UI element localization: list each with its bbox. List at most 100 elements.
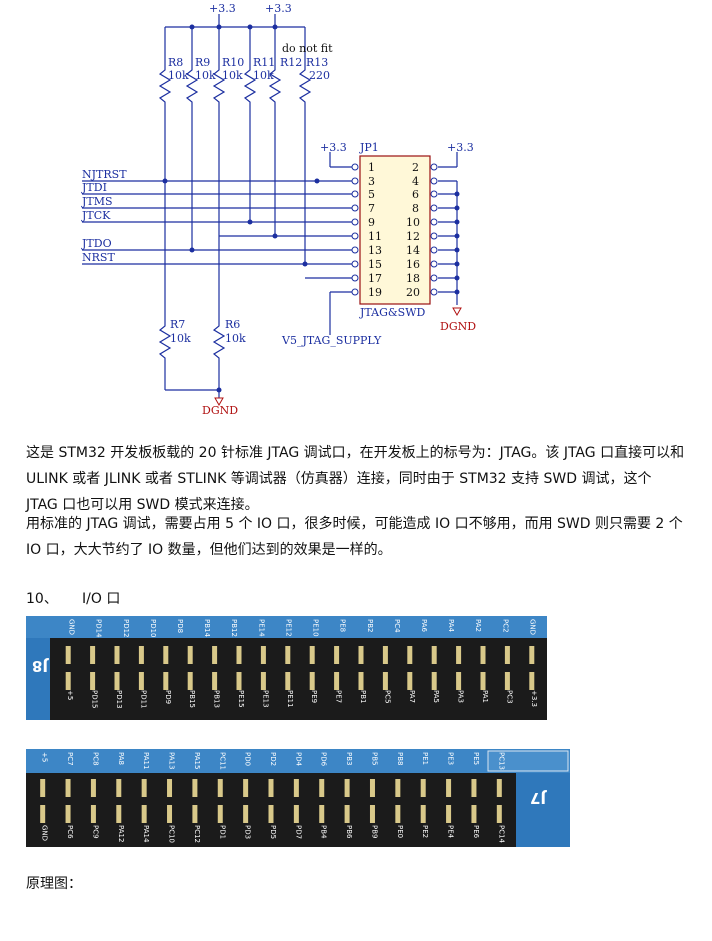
svg-text:19: 19 (368, 286, 382, 299)
header-pin (90, 779, 96, 797)
pin-label-top: PC8 (91, 752, 99, 766)
pin-label-top: PD12 (122, 619, 130, 638)
pin-label-top: PB8 (396, 752, 404, 765)
description-paragraph-1: 这是 STM32 开发板板载的 20 针标准 JTAG 调试口，在开发板上的标号… (26, 445, 685, 513)
jp1-body (359, 155, 431, 305)
signal-jtms: JTMS (81, 195, 113, 208)
jtag-schematic: +3.3 +3.3 +3.3 +3.3 R8 10k R9 10k R10 10… (81, 2, 476, 417)
r10-value: 10k (222, 69, 243, 82)
pin-label-top: GND (528, 619, 536, 635)
pin-label-top: PB5 (370, 752, 378, 765)
pin-label-bottom: PE2 (421, 825, 429, 838)
jp1-name: JTAG&SWD (359, 306, 426, 319)
svg-text:10: 10 (406, 216, 420, 229)
header-pin (167, 779, 173, 797)
pin-label-bottom: PE9 (310, 690, 318, 703)
section-heading: 10、I/O 口 (26, 588, 120, 608)
header-pin (446, 779, 452, 797)
pin-label-top: PD10 (149, 619, 157, 638)
header-pin (395, 805, 401, 823)
dgnd-label-right: DGND (440, 320, 476, 333)
pin-label-bottom: PB6 (345, 825, 353, 839)
header-pin (293, 805, 299, 823)
svg-text:7: 7 (368, 202, 375, 215)
header-pin (217, 805, 223, 823)
pin-label-top: PA11 (142, 752, 150, 769)
svg-text:1: 1 (368, 161, 375, 174)
pin-label-top: PE5 (472, 752, 480, 765)
svg-text:13: 13 (368, 244, 382, 257)
pin-label-bottom: PD13 (115, 690, 123, 709)
pin-label-top: PE14 (257, 619, 265, 637)
description-paragraph-2: 用标准的 JTAG 调试，需要占用 5 个 IO 口，很多时候，可能造成 IO … (26, 516, 683, 558)
pin-label-bottom: PD9 (164, 690, 172, 704)
svg-text:5: 5 (368, 188, 375, 201)
pin-label-top: PA2 (474, 619, 482, 632)
header-pin (65, 779, 71, 797)
do-not-fit-label: do not fit (282, 42, 333, 55)
header-pin (504, 646, 510, 664)
svg-text:4: 4 (412, 175, 419, 188)
svg-text:20: 20 (406, 286, 420, 299)
pin-label-top: PD14 (95, 619, 103, 638)
pin-label-top: PB14 (203, 619, 211, 637)
pin-label-bottom: PB13 (213, 690, 221, 708)
pin-label-bottom: PD11 (139, 690, 147, 709)
header-pin (243, 779, 249, 797)
pin-label-bottom: PC10 (168, 825, 176, 843)
pin-label-bottom: PB1 (359, 690, 367, 703)
header-pin (65, 646, 71, 664)
power-label-4: +3.3 (447, 141, 474, 154)
r9-value: 10k (195, 69, 216, 82)
pin-label-top: PC2 (501, 619, 509, 633)
pin-label-bottom: PD3 (244, 825, 252, 839)
header-pin (529, 646, 535, 664)
header-pin (319, 779, 325, 797)
connector-label-j7: J7 (530, 789, 547, 807)
svg-text:6: 6 (412, 188, 419, 201)
header-pin (407, 672, 413, 690)
r8-ref: R8 (168, 56, 183, 69)
header-pin (192, 779, 198, 797)
pin-label-top: PE10 (312, 619, 320, 637)
header-pin (163, 672, 169, 690)
header-pin (496, 805, 502, 823)
header-pin (334, 672, 340, 690)
svg-text:8: 8 (412, 202, 419, 215)
pin-label-bottom: PC6 (66, 825, 74, 839)
header-pin (407, 646, 413, 664)
dgnd-label-bottom: DGND (202, 404, 238, 417)
r9-ref: R9 (195, 56, 210, 69)
section-title: I/O 口 (82, 591, 121, 607)
header-pin (309, 672, 315, 690)
header-pin (192, 805, 198, 823)
header-pin (65, 672, 71, 690)
pin-label-top: PD4 (294, 752, 302, 767)
pin-label-top: PB12 (230, 619, 238, 637)
header-pin (90, 646, 96, 664)
pin-label-bottom: PD1 (218, 825, 226, 839)
svg-text:3: 3 (368, 175, 375, 188)
header-pin (420, 779, 426, 797)
pin-label-bottom: PD15 (91, 690, 99, 709)
header-pin (480, 646, 486, 664)
pin-label-top: PE12 (284, 619, 292, 637)
header-pin (40, 805, 46, 823)
header-pin (395, 779, 401, 797)
signal-jtdo: JTDO (81, 237, 112, 250)
header-pin (138, 646, 144, 664)
pin-label-top: PD0 (244, 752, 252, 766)
header-pin (236, 672, 242, 690)
header-pin (116, 779, 122, 797)
svg-text:17: 17 (368, 272, 382, 285)
header-pin (236, 646, 242, 664)
header-pin (116, 805, 122, 823)
pin-label-bottom: PE11 (286, 690, 294, 708)
pin-label-top: PC13 (497, 752, 505, 770)
header-pin (138, 672, 144, 690)
pin-label-bottom: PA7 (408, 690, 416, 703)
pin-label-bottom: PC12 (193, 825, 201, 843)
pin-label-bottom: PE13 (261, 690, 269, 708)
